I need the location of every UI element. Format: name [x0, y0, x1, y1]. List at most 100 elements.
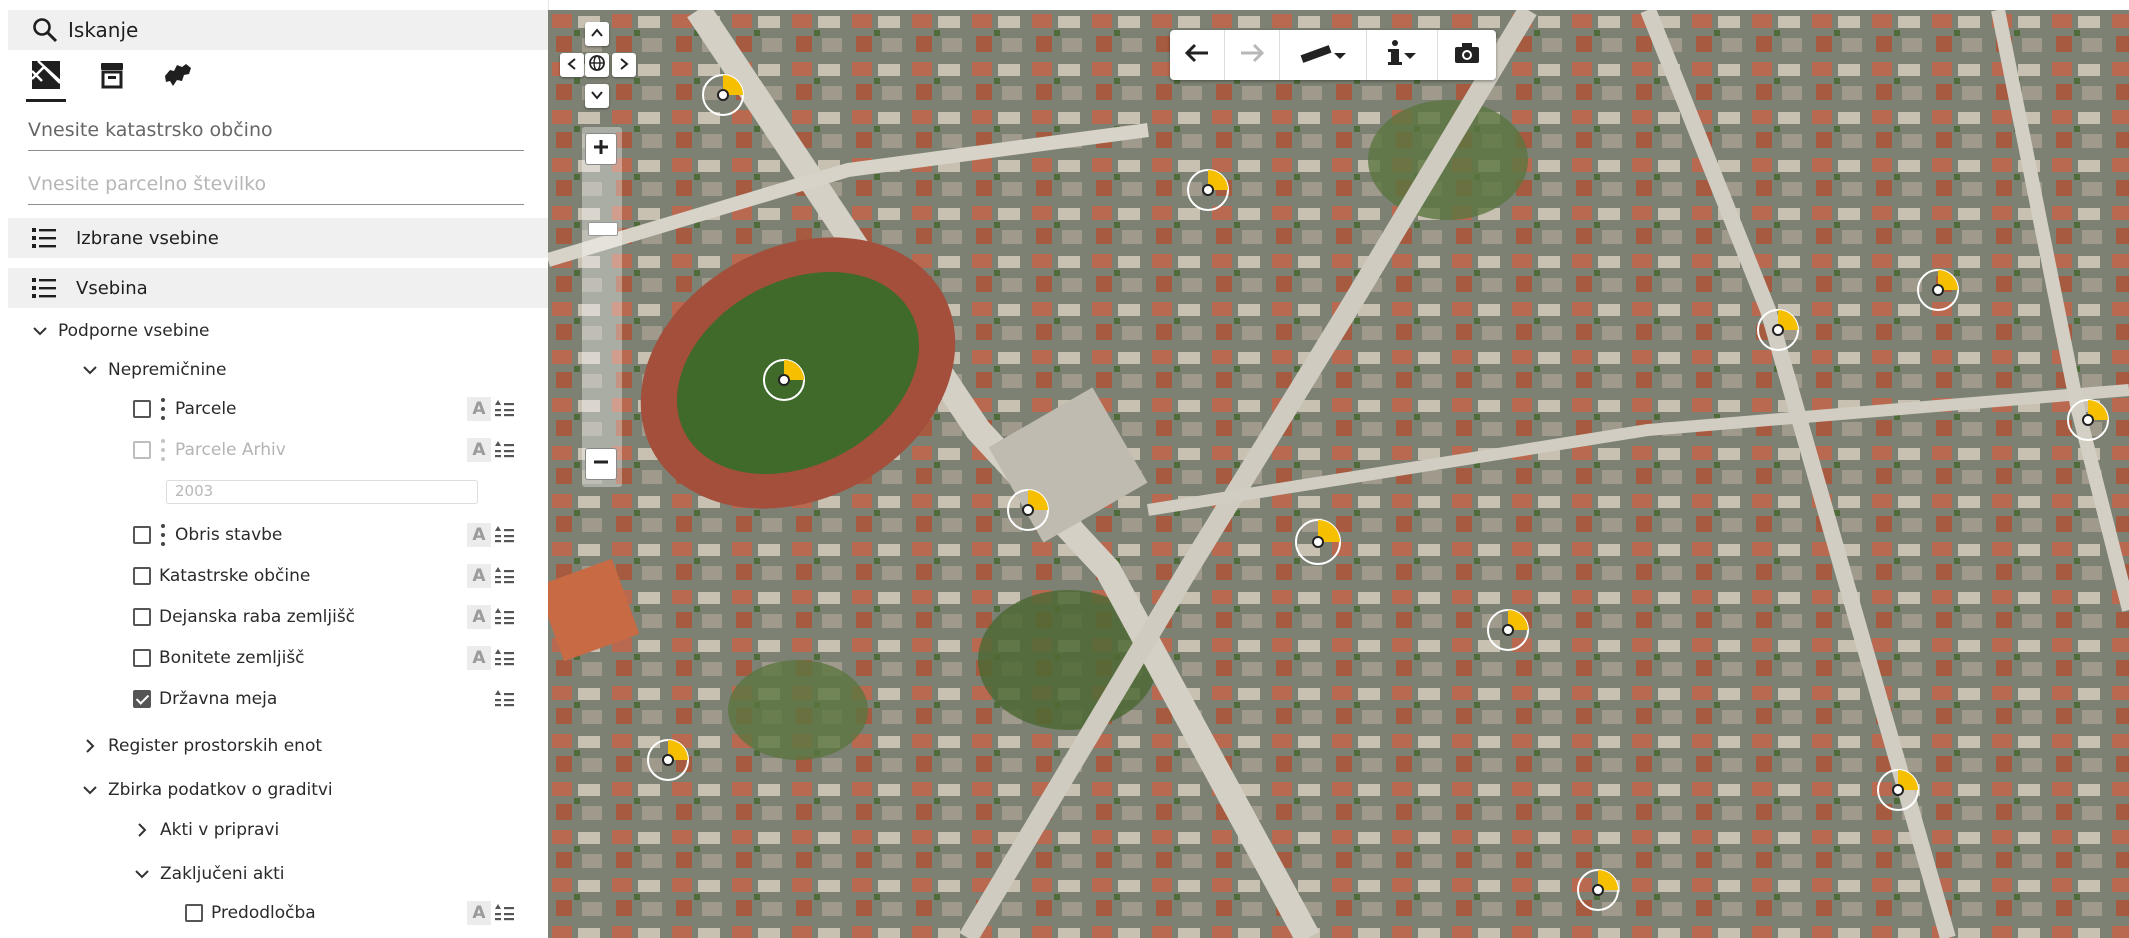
label-toggle-icon[interactable]: A [467, 901, 491, 925]
tree-label: Nepremičnine [108, 360, 227, 380]
arrow-right-icon [1239, 42, 1265, 68]
back-button[interactable] [1170, 30, 1225, 80]
zoom-slider-handle[interactable] [588, 222, 618, 236]
content-header[interactable]: Vsebina [8, 268, 548, 308]
tree-label: Akti v pripravi [160, 820, 280, 840]
legend-icon[interactable] [494, 565, 516, 587]
globe-icon [588, 54, 606, 76]
tab-parcel[interactable] [22, 56, 70, 102]
info-button[interactable] [1367, 30, 1438, 80]
tree-node-zakljuceni[interactable]: Zaključeni akti [132, 857, 285, 891]
selected-content-label: Izbrane vsebine [76, 227, 219, 249]
tab-building[interactable] [88, 56, 136, 98]
legend-icon[interactable] [494, 398, 516, 420]
arrow-left-icon [1184, 42, 1210, 68]
layer-checkbox[interactable] [133, 690, 151, 708]
cadastral-input[interactable] [28, 110, 524, 151]
map-marker [2067, 399, 2109, 441]
legend-icon[interactable] [494, 902, 516, 924]
layer-row[interactable]: Parcele Arhiv [133, 433, 286, 467]
chevron-right-icon [132, 820, 152, 840]
zoom-slider-track[interactable] [582, 127, 622, 487]
tab-region[interactable] [154, 56, 202, 98]
chevron-up-icon [590, 25, 604, 44]
map-marker [1917, 269, 1959, 311]
pan-up-button[interactable] [585, 22, 609, 46]
tree-label: Podporne vsebine [58, 321, 210, 341]
map-toolbar [1170, 30, 1496, 80]
building-icon [97, 60, 127, 94]
label-toggle-icon[interactable]: A [467, 438, 491, 462]
layer-row[interactable]: Bonitete zemljišč [133, 641, 305, 675]
chevron-down-icon [590, 87, 604, 106]
layer-row[interactable]: Katastrske občine [133, 559, 310, 593]
caret-down-icon [1333, 46, 1347, 65]
layer-label: Dejanska raba zemljišč [159, 607, 356, 627]
sidebar: Iskanje Izbrane vsebine Vsebina [0, 0, 549, 938]
map-marker [1877, 769, 1919, 811]
kebab-icon[interactable] [159, 398, 167, 420]
label-toggle-icon[interactable]: A [467, 646, 491, 670]
tree-node-podporne[interactable]: Podporne vsebine [30, 314, 209, 348]
legend-icon[interactable] [494, 688, 516, 710]
chevron-left-icon [565, 56, 579, 75]
layer-row[interactable]: Dejanska raba zemljišč [133, 600, 355, 634]
info-icon [1387, 39, 1403, 71]
search-icon [28, 13, 62, 47]
kebab-icon[interactable] [159, 524, 167, 546]
forward-button[interactable] [1225, 30, 1280, 80]
zoom-in-button[interactable] [585, 133, 617, 165]
search-tabs [22, 56, 202, 102]
layer-row[interactable]: Državna meja [133, 682, 277, 716]
pan-left-button[interactable] [560, 53, 584, 77]
map-marker [763, 359, 805, 401]
plus-icon [592, 138, 610, 160]
tree-node-register[interactable]: Register prostorskih enot [80, 729, 322, 763]
search-header[interactable]: Iskanje [8, 10, 548, 50]
pan-down-button[interactable] [585, 84, 609, 108]
pan-right-button[interactable] [612, 53, 636, 77]
legend-icon[interactable] [494, 606, 516, 628]
map-marker [1007, 489, 1049, 531]
tree-node-nepremicnine[interactable]: Nepremičnine [80, 353, 226, 387]
layer-checkbox[interactable] [133, 526, 151, 544]
layer-checkbox[interactable] [133, 608, 151, 626]
map-marker [1487, 609, 1529, 651]
layer-checkbox[interactable] [133, 400, 151, 418]
layer-row[interactable]: Predodločba [185, 896, 316, 930]
layer-label: Katastrske občine [159, 566, 311, 586]
layer-checkbox[interactable] [133, 567, 151, 585]
legend-icon[interactable] [494, 647, 516, 669]
legend-icon[interactable] [494, 524, 516, 546]
label-toggle-icon[interactable]: A [467, 564, 491, 588]
content-label: Vsebina [76, 277, 148, 299]
archive-year-slider[interactable]: 2003 [166, 480, 478, 504]
label-toggle-icon[interactable]: A [467, 605, 491, 629]
zoom-out-button[interactable] [585, 448, 617, 480]
layer-row[interactable]: Obris stavbe [133, 518, 282, 552]
label-toggle-icon[interactable]: A [467, 523, 491, 547]
tree-node-akti-pripravi[interactable]: Akti v pripravi [132, 813, 279, 847]
layer-label: Parcele [175, 399, 237, 419]
layer-checkbox[interactable] [185, 904, 203, 922]
selected-content-header[interactable]: Izbrane vsebine [8, 218, 548, 258]
list-icon [32, 227, 60, 249]
map-marker [1757, 309, 1799, 351]
caret-down-icon [1403, 46, 1417, 65]
parcel-number-input[interactable] [28, 164, 524, 205]
screenshot-button[interactable] [1438, 30, 1496, 80]
layer-row[interactable]: Parcele [133, 392, 237, 426]
layer-checkbox[interactable] [133, 441, 151, 459]
chevron-down-icon [80, 360, 100, 380]
map-canvas[interactable] [548, 10, 2129, 938]
layer-checkbox[interactable] [133, 649, 151, 667]
label-toggle-icon[interactable]: A [467, 397, 491, 421]
measure-button[interactable] [1280, 30, 1367, 80]
tree-label: Zaključeni akti [160, 864, 285, 884]
map-marker [702, 74, 744, 116]
kebab-icon[interactable] [159, 439, 167, 461]
legend-icon[interactable] [494, 439, 516, 461]
chevron-right-icon [617, 56, 631, 75]
globe-button[interactable] [585, 53, 609, 77]
tree-node-zbirka[interactable]: Zbirka podatkov o graditvi [80, 773, 333, 807]
